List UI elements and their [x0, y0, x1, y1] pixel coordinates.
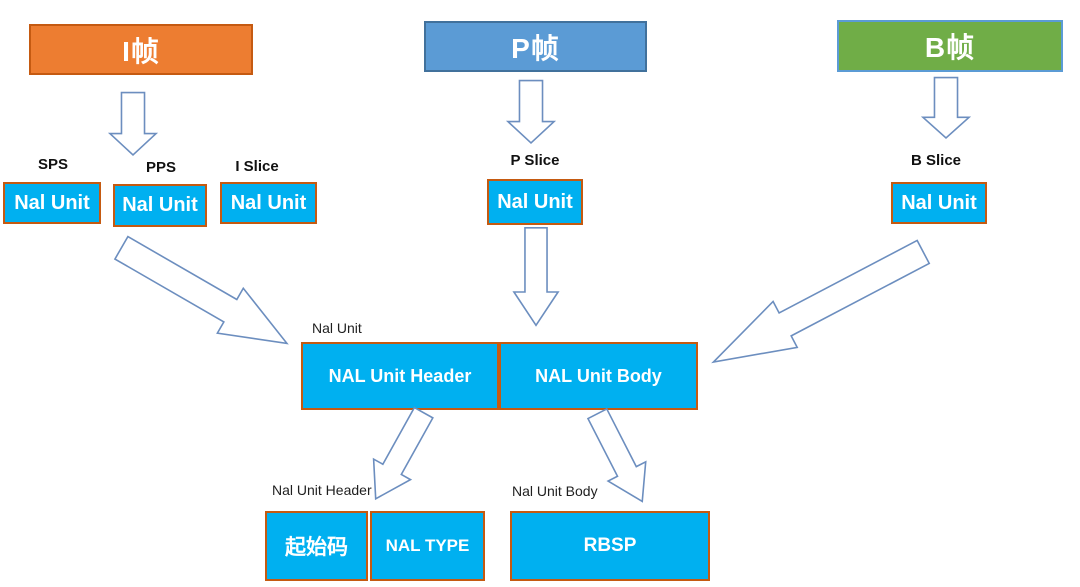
nal-unit-caption: Nal Unit [312, 320, 362, 336]
b-frame-box: B帧 [837, 20, 1063, 72]
nal-unit-box-p-slice: Nal Unit [487, 179, 583, 225]
arrow-down-icon [109, 92, 157, 156]
nal-unit-body-caption: Nal Unit Body [512, 483, 598, 499]
pps-label: PPS [145, 159, 177, 176]
nal-unit-body-box: NAL Unit Body [499, 342, 698, 410]
i-frame-box: I帧 [29, 24, 253, 75]
arrow-i-to-nal-icon [107, 224, 304, 369]
b-slice-label: B Slice [910, 152, 962, 169]
nal-unit-header-box: NAL Unit Header [301, 342, 499, 410]
start-code-box: 起始码 [265, 511, 368, 581]
arrow-down-icon [507, 80, 555, 144]
arrow-header-breakdown-icon [356, 401, 444, 511]
arrow-body-breakdown-icon [577, 403, 662, 513]
arrow-down-icon [922, 77, 970, 139]
nal-unit-box-pps: Nal Unit [113, 184, 207, 227]
p-slice-label: P Slice [510, 152, 560, 169]
nal-type-box: NAL TYPE [370, 511, 485, 581]
p-frame-box: P帧 [424, 21, 647, 72]
rbsp-box: RBSP [510, 511, 710, 581]
i-slice-label: I Slice [235, 158, 279, 175]
nal-unit-header-caption: Nal Unit Header [272, 482, 372, 498]
nal-unit-box-i-slice: Nal Unit [220, 182, 317, 224]
arrow-b-to-nal-icon [697, 227, 937, 388]
nal-unit-box-sps: Nal Unit [3, 182, 101, 224]
arrow-p-to-nal-icon [513, 227, 559, 327]
nal-unit-box-b-slice: Nal Unit [891, 182, 987, 224]
sps-label: SPS [37, 156, 69, 173]
